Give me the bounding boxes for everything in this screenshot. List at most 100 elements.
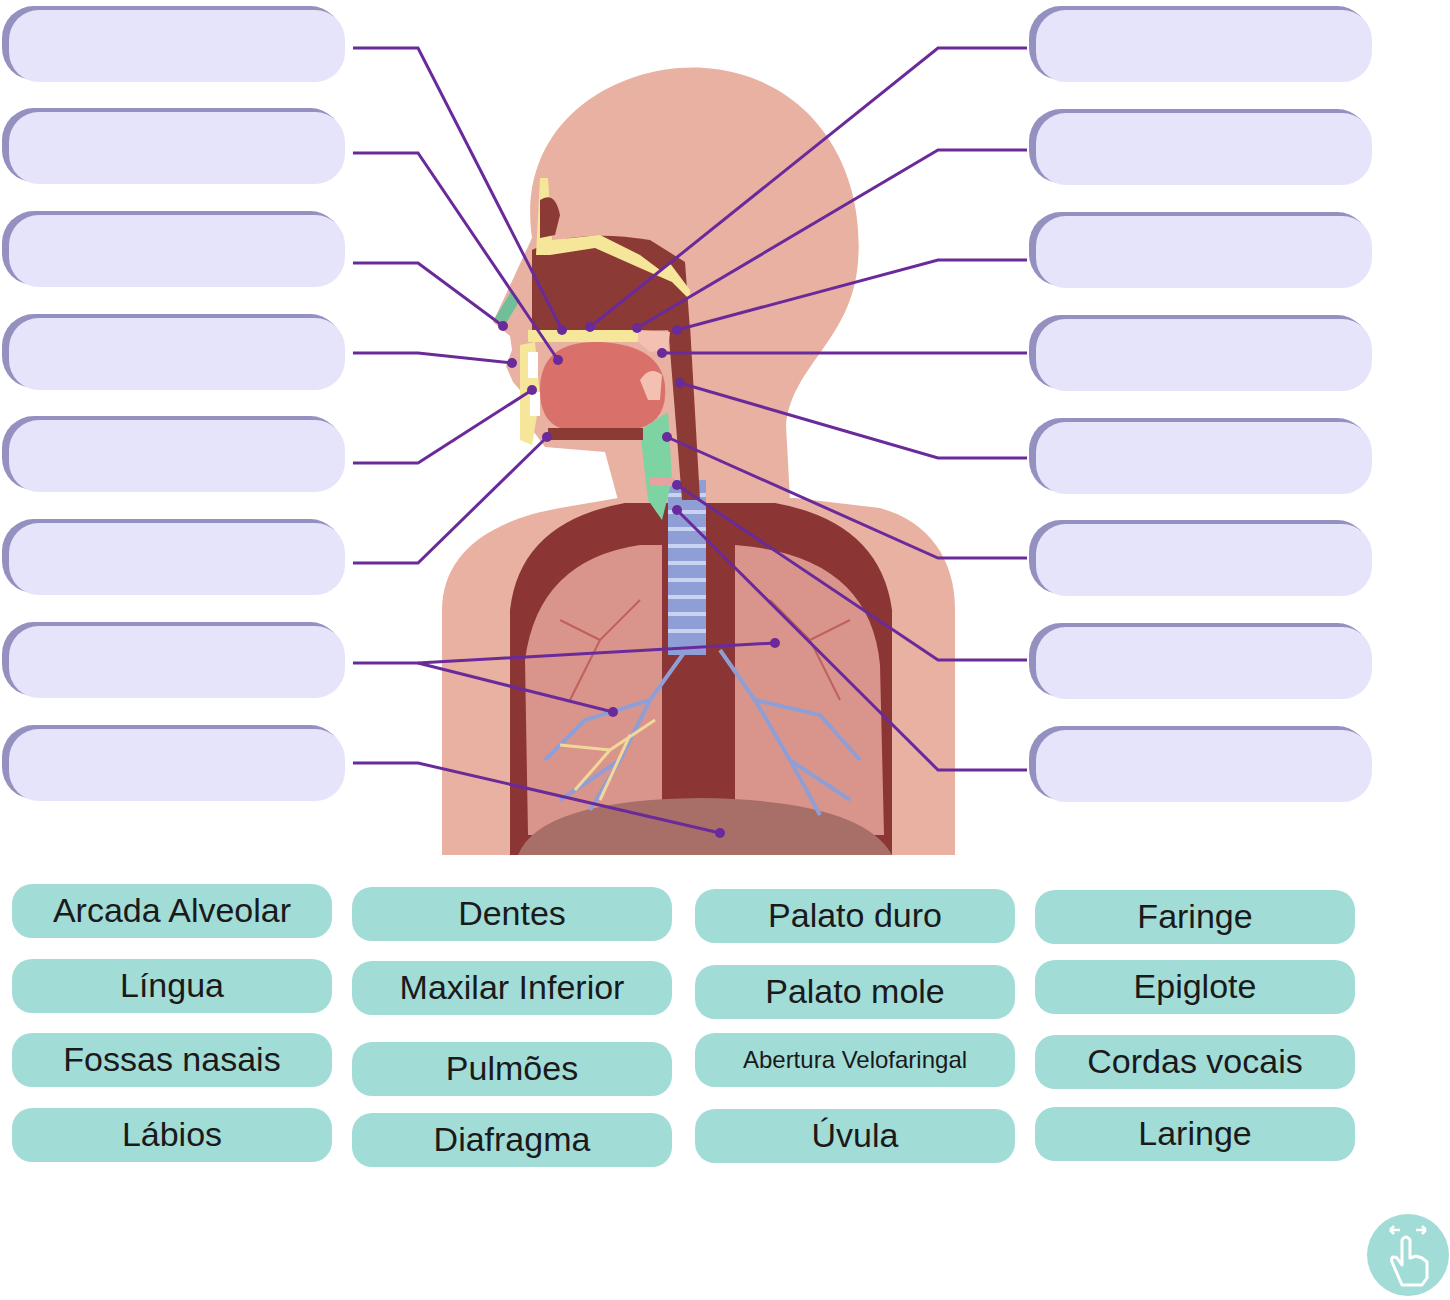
tongue (540, 342, 665, 428)
trachea (668, 480, 706, 655)
icon-circle (1367, 1214, 1449, 1296)
word-tile: Cordas vocais (1035, 1035, 1355, 1089)
soft-palate (638, 330, 670, 352)
word-tile: Língua (12, 959, 332, 1013)
leader-dot (662, 432, 672, 442)
box-face (1036, 319, 1372, 391)
box-face (1036, 10, 1372, 82)
word-tile: Epiglote (1035, 960, 1355, 1014)
hand-glyph (1392, 1237, 1427, 1285)
ring (668, 527, 706, 531)
skull-bone (536, 178, 690, 300)
box-face (1036, 524, 1372, 596)
ring (668, 544, 706, 548)
box-face (9, 626, 345, 698)
answer-box (1029, 212, 1372, 288)
uvula (640, 371, 662, 400)
bronchus (720, 650, 820, 815)
answer-box (1029, 418, 1372, 494)
ring (668, 561, 706, 565)
box-face (1036, 113, 1372, 185)
tile-label: Faringe (1137, 898, 1252, 935)
leader-dot (632, 323, 642, 333)
leader-dot (675, 378, 685, 388)
answer-box (1029, 109, 1372, 185)
pulmonary-tree (560, 720, 655, 800)
ring (668, 578, 706, 582)
leader-line (677, 510, 1027, 770)
leader-dot (672, 480, 682, 490)
tile-label: Laringe (1138, 1115, 1251, 1152)
leader-dot (585, 322, 595, 332)
tile-label: Abertura Velofaringal (743, 1047, 967, 1073)
leader-line (677, 260, 1027, 330)
tile-label: Maxilar Inferior (400, 969, 625, 1006)
leader-line (590, 48, 1027, 327)
tile-label: Fossas nasais (63, 1041, 280, 1078)
bronchi (545, 650, 860, 815)
tile-label: Língua (120, 967, 224, 1004)
box-face (9, 318, 345, 390)
word-tile: Maxilar Inferior (352, 961, 672, 1015)
word-tile: Dentes (352, 887, 672, 941)
answer-box (1029, 726, 1372, 802)
box-face (1036, 422, 1372, 494)
upper-teeth (528, 352, 538, 378)
bronchus (755, 700, 860, 760)
leader-line (418, 663, 613, 712)
leader-dot (498, 321, 508, 331)
box-face (9, 729, 345, 801)
pharynx (668, 325, 700, 500)
trachea-rings (668, 495, 706, 631)
word-tile: Faringe (1035, 890, 1355, 944)
leader-line (353, 643, 775, 663)
leader-line (353, 48, 562, 330)
leader-dots (498, 321, 780, 838)
frontal-sinus (540, 197, 560, 238)
answer-box (1029, 6, 1372, 82)
answer-box (2, 519, 345, 595)
tile-label: Dentes (458, 895, 566, 932)
leader-dot (672, 325, 682, 335)
lower-teeth (530, 392, 540, 416)
leader-dot (553, 355, 563, 365)
leader-line (353, 353, 512, 363)
answer-box (2, 416, 345, 492)
leader-dot (770, 638, 780, 648)
leader-dot (542, 432, 552, 442)
word-tile: Abertura Velofaringal (695, 1033, 1015, 1087)
drag-icon (1367, 1214, 1449, 1296)
branch (560, 720, 655, 800)
word-tile: Palato duro (695, 889, 1015, 943)
word-tile: Arcada Alveolar (12, 884, 332, 938)
tile-label: Lábios (122, 1116, 222, 1153)
tile-label: Palato duro (768, 897, 942, 934)
answer-box (1029, 315, 1372, 391)
leader-lines (353, 48, 1027, 833)
leader-dot (715, 828, 725, 838)
leader-dot (557, 325, 567, 335)
word-tile: Fossas nasais (12, 1033, 332, 1087)
answer-box (2, 211, 345, 287)
mouth-floor (548, 428, 643, 440)
tile-label: Diafragma (434, 1121, 591, 1158)
word-tile: Lábios (12, 1108, 332, 1162)
tile-label: Úvula (812, 1117, 899, 1154)
tile-label: Epiglote (1134, 968, 1257, 1005)
answer-box (1029, 520, 1372, 596)
leader-line (353, 390, 532, 463)
box-face (1036, 730, 1372, 802)
ring (668, 612, 706, 616)
leader-dot (608, 707, 618, 717)
arrows-glyph (1390, 1226, 1426, 1234)
tile-label: Arcada Alveolar (53, 892, 291, 929)
leader-dot (672, 505, 682, 515)
word-tile: Palato mole (695, 965, 1015, 1019)
leader-dot (507, 358, 517, 368)
larynx (640, 412, 672, 520)
leader-line (353, 263, 503, 326)
box-face (1036, 216, 1372, 288)
answer-box (2, 6, 345, 82)
